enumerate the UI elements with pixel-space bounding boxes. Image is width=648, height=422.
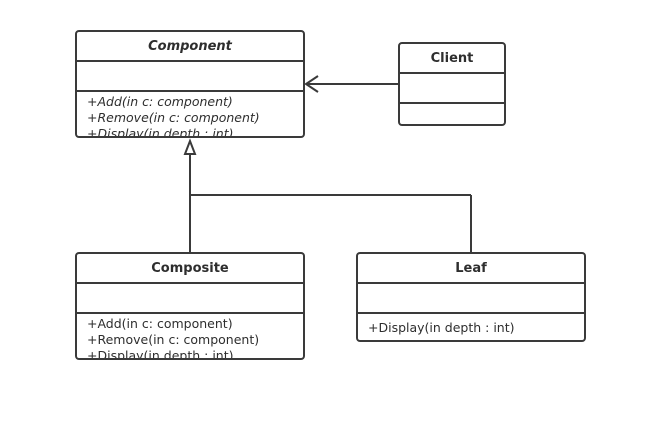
generalization-arrowhead — [183, 138, 197, 155]
leaf-operation: +Display(in depth : int) — [368, 320, 515, 335]
leaf-attributes — [358, 284, 584, 314]
leaf-class-name: Leaf — [358, 254, 584, 284]
leaf-class[interactable]: Leaf +Display(in depth : int) — [356, 252, 586, 342]
component-class[interactable]: Component +Add(in c: component) +Remove(… — [75, 30, 305, 138]
client-operations — [400, 104, 504, 106]
leaf-operations: +Display(in depth : int) — [358, 314, 584, 336]
composite-operation: +Remove(in c: component) — [87, 332, 260, 347]
client-class-name: Client — [400, 44, 504, 74]
component-operation: +Remove(in c: component) — [87, 110, 260, 125]
composite-class-name: Composite — [77, 254, 303, 284]
client-attributes — [400, 74, 504, 104]
association-arrowhead — [304, 75, 319, 93]
composite-operation: +Display(in depth : int) — [87, 348, 234, 360]
component-attributes — [77, 62, 303, 92]
composite-operation: +Add(in c: component) — [87, 316, 233, 331]
composite-class[interactable]: Composite +Add(in c: component) +Remove(… — [75, 252, 305, 360]
client-class[interactable]: Client — [398, 42, 506, 126]
composite-attributes — [77, 284, 303, 314]
component-operations: +Add(in c: component) +Remove(in c: comp… — [77, 92, 303, 138]
component-operation: +Add(in c: component) — [87, 94, 233, 109]
composite-operations: +Add(in c: component) +Remove(in c: comp… — [77, 314, 303, 360]
component-class-name: Component — [77, 32, 303, 62]
component-operation: +Display(in depth : int) — [87, 126, 234, 138]
